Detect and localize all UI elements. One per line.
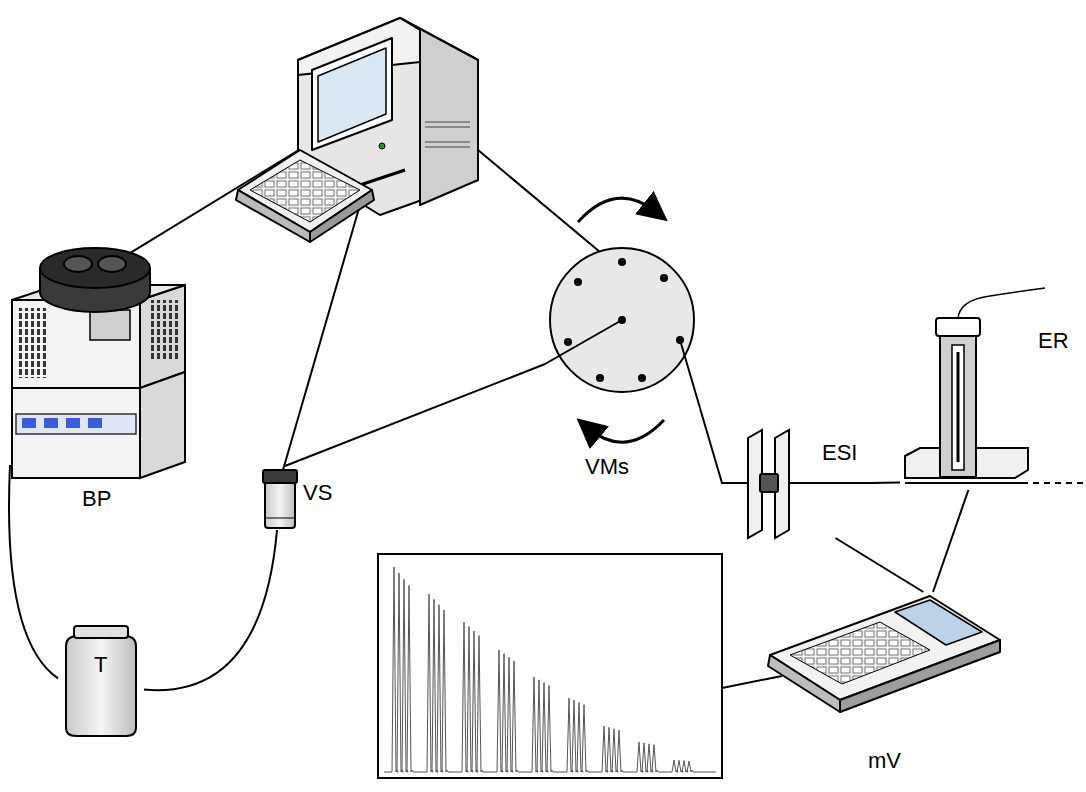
- component-node: VS: [255, 466, 355, 530]
- electrode-label: ER: [1038, 330, 1069, 352]
- tubing-connector: [933, 490, 968, 592]
- pump-label: BP: [82, 488, 111, 510]
- sample-vial: [263, 470, 297, 528]
- component-node: ER: [900, 305, 1080, 490]
- tubing-connector: [9, 465, 58, 678]
- signal-plot: [378, 554, 722, 778]
- component-node: VMs: [545, 190, 700, 485]
- selection-valve: [545, 198, 700, 442]
- injector: [742, 430, 870, 538]
- component-node: BP: [10, 245, 190, 520]
- tubing-connector: [144, 530, 277, 690]
- component-node: ESI: [742, 428, 870, 538]
- computer: [236, 18, 478, 242]
- vial-label: VS: [303, 482, 332, 504]
- meter-label: mV: [868, 750, 901, 772]
- millivoltmeter: [768, 596, 1000, 712]
- tubing-connector: [870, 482, 900, 484]
- valve-label: VMs: [585, 456, 629, 478]
- tubing-connector: [700, 408, 742, 483]
- reservoir-bottle: [66, 626, 136, 736]
- reservoir-label: T: [94, 654, 107, 676]
- pump: [12, 248, 185, 478]
- tubing-connector: [285, 364, 545, 466]
- component-node: mV: [765, 592, 1005, 787]
- electrode-cell: [905, 288, 1086, 483]
- tubing-connector: [835, 538, 923, 592]
- component-node: T: [58, 628, 144, 740]
- injector-label: ESI: [822, 442, 857, 464]
